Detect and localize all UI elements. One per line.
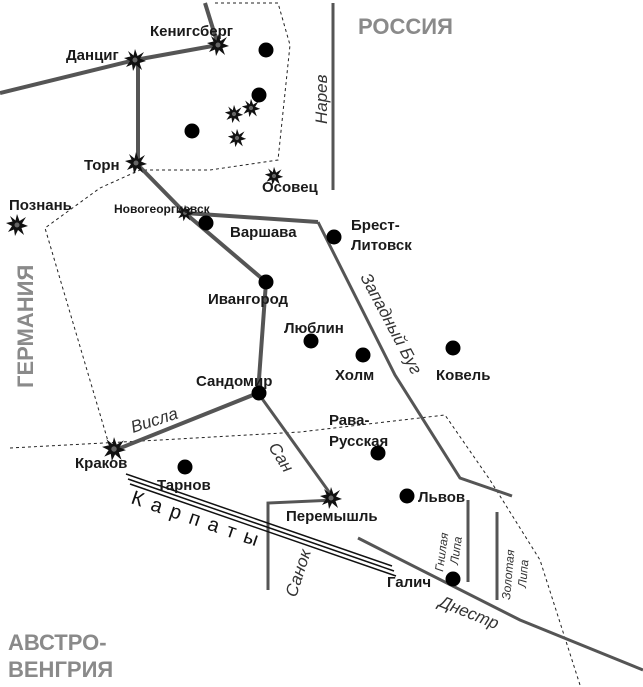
- country-russia: РОССИЯ: [358, 14, 453, 39]
- city-novogeorgievsk: Новогеоргиевск: [114, 202, 211, 216]
- border-galicia-russia: [9, 414, 581, 686]
- city-kovel: Ковель: [436, 367, 490, 384]
- river-san-label: Сан: [265, 439, 298, 476]
- river-zolota-lipa-line1: Золотая: [499, 548, 517, 600]
- city-posen: Познань: [9, 197, 72, 214]
- dniester-line: [357, 536, 643, 672]
- line-north: [0, 2, 220, 95]
- city-dots: [177, 42, 461, 587]
- city-przemysl: Перемышль: [286, 508, 378, 525]
- filled-circle-icon: [370, 445, 386, 461]
- country-germany: ГЕРМАНИЯ: [13, 265, 38, 388]
- star-burst-icon: [224, 104, 244, 124]
- front-lines: [0, 2, 319, 453]
- city-tarnow: Тарнов: [157, 477, 211, 494]
- star-burst-icon: [227, 128, 247, 148]
- river-narew-label: Нарев: [312, 74, 331, 124]
- city-sandomir: Сандомир: [196, 373, 272, 390]
- city-thorn: Торн: [84, 157, 120, 174]
- filled-circle-icon: [177, 459, 193, 475]
- city-brest-line1: Брест-: [351, 217, 400, 234]
- river-vistula-label: Висла: [128, 404, 180, 437]
- line-vistula: [112, 60, 268, 453]
- filled-circle-icon: [184, 123, 200, 139]
- star-burst-icon: [320, 487, 342, 509]
- river-zolota-lipa-line2: Липа: [515, 559, 532, 590]
- city-osowiec: Осовец: [262, 179, 319, 196]
- city-rava-line1: Рава-: [329, 412, 370, 429]
- carpathian-ridge: [125, 473, 397, 577]
- city-danzig: Данциг: [66, 47, 119, 64]
- filled-circle-icon: [258, 274, 274, 290]
- city-rava-line2: Русская: [329, 433, 388, 450]
- country-austria-line2: ВЕНГРИЯ: [8, 657, 113, 682]
- sanok-line: [266, 498, 336, 590]
- city-konigsberg: Кенигсберг: [150, 23, 233, 40]
- filled-circle-icon: [445, 571, 461, 587]
- city-lublin: Люблин: [284, 320, 344, 337]
- filled-circle-icon: [258, 42, 274, 58]
- river-dniester-label: Днестр: [435, 591, 502, 633]
- river-gnila-lipa-line1: Гнилая: [432, 531, 451, 572]
- star-burst-icon: [6, 214, 28, 236]
- filled-circle-icon: [251, 87, 267, 103]
- city-lvov: Львов: [418, 489, 465, 506]
- filled-circle-icon: [399, 488, 415, 504]
- filled-circle-icon: [303, 333, 319, 349]
- state-borders: [9, 2, 581, 686]
- river-gnila-lipa-line2: Липа: [447, 535, 465, 566]
- city-krakow: Краков: [75, 455, 127, 472]
- river-sanok-label: Санок: [282, 546, 315, 599]
- rivers: [256, 3, 643, 672]
- filled-circle-icon: [198, 215, 214, 231]
- city-brest-line2: Литовск: [351, 237, 412, 254]
- city-warsaw: Варшава: [230, 224, 297, 241]
- country-austria-line1: АВСТРО-: [8, 630, 107, 655]
- city-ivangorod: Ивангород: [208, 291, 289, 308]
- filled-circle-icon: [326, 229, 342, 245]
- filled-circle-icon: [445, 340, 461, 356]
- western-bug-line: [316, 221, 513, 498]
- san-line: [256, 392, 334, 497]
- filled-circle-icon: [355, 347, 371, 363]
- city-galich: Галич: [387, 574, 431, 591]
- border-prussia-russia: [44, 2, 291, 449]
- city-kholm: Холм: [335, 367, 374, 384]
- line-warsaw-brest: [184, 211, 319, 224]
- filled-circle-icon: [251, 385, 267, 401]
